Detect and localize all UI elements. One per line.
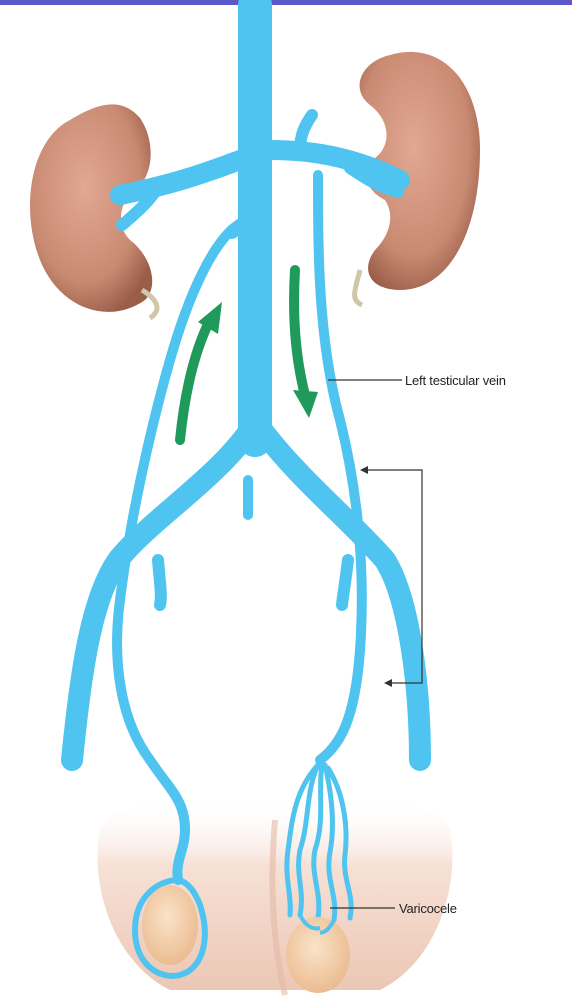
right-testis: [142, 885, 198, 965]
green-down-arrow: [293, 270, 318, 418]
left-testicular-vein-label: Left testicular vein: [405, 373, 506, 388]
bracket-arrow-top: [360, 466, 368, 474]
iliac-stub-right: [342, 560, 348, 605]
iliac-stub-left: [158, 560, 161, 605]
right-testicular-vein-stub: [232, 222, 245, 232]
bracket-arrow-bottom: [384, 679, 392, 687]
left-testicular-vein: [318, 175, 362, 760]
varicocele-label: Varicocele: [399, 901, 457, 916]
